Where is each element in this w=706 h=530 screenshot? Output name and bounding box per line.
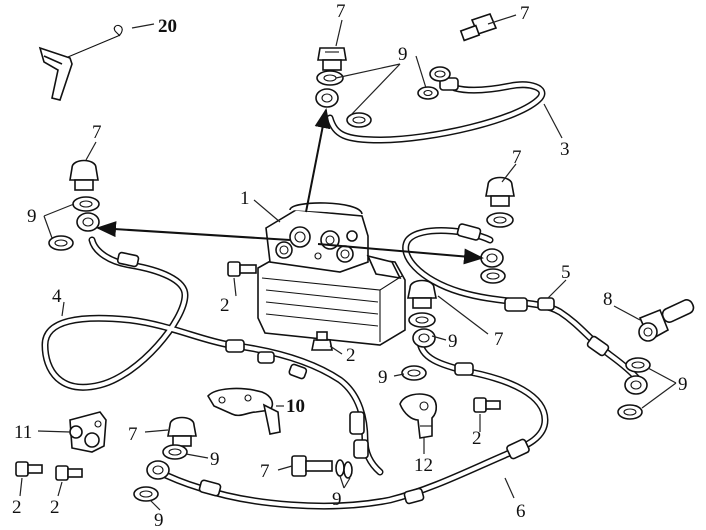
- callout-7-right: 7: [512, 147, 522, 168]
- bolt-2-left-upper: [227, 261, 257, 277]
- callout-3: 3: [560, 139, 570, 160]
- callout-7-center: 7: [494, 329, 504, 350]
- sensor-bracket-10: [207, 387, 281, 435]
- callout-2-right: 2: [472, 428, 482, 449]
- hose-clip-12: [399, 393, 438, 439]
- sealing-washers: [48, 70, 651, 502]
- hose-clip-11: [69, 411, 107, 453]
- banjo-bolt-lower-horizontal: [291, 455, 333, 477]
- bracket-20: [38, 24, 123, 101]
- callout-9-left: 9: [27, 206, 37, 227]
- brake-hose-3: [326, 66, 546, 144]
- brake-hose-6: [151, 336, 549, 510]
- callout-2-bottom-mid: 2: [50, 497, 60, 518]
- brake-hose-5: [402, 223, 644, 386]
- callout-2-center: 2: [346, 345, 356, 366]
- callout-2-bottom-left: 2: [12, 497, 22, 518]
- callout-7-top: 7: [336, 1, 346, 22]
- callout-9-top: 9: [398, 44, 408, 65]
- brake-hose-4-lower: [225, 339, 384, 476]
- bolt-2-center: [311, 331, 333, 351]
- banjo-bolt-lower-left: [167, 416, 197, 447]
- leader-lines: [19, 14, 677, 511]
- callout-labels: 20 7 7 9 3 7 9 1 7 2 4 5 8 9 7 2 9 9 10 …: [12, 1, 688, 530]
- bolt-2-right: [473, 397, 501, 413]
- callout-9-mid: 9: [378, 367, 388, 388]
- bolt-2-bottom-left: [15, 461, 43, 477]
- callout-2-upper: 2: [220, 295, 230, 316]
- banjo-bolt-left: [69, 159, 99, 191]
- callout-9-right: 9: [678, 374, 688, 395]
- abs-modulator-unit: [257, 202, 406, 346]
- banjo-bolt-top-center: [317, 47, 347, 71]
- callout-1: 1: [240, 188, 250, 209]
- callout-9-lower-left: 9: [210, 449, 220, 470]
- callout-9-center: 9: [448, 331, 458, 352]
- callout-7-left: 7: [92, 122, 102, 143]
- flow-arrows: [96, 108, 484, 265]
- callout-4: 4: [52, 286, 62, 307]
- banjo-bolt-right: [485, 176, 515, 207]
- banjo-bolt-top-right: [459, 13, 498, 42]
- callout-5: 5: [561, 262, 571, 283]
- banjo-bolt-center: [407, 279, 437, 309]
- brake-hose-4: [41, 236, 234, 391]
- callout-12: 12: [414, 455, 433, 476]
- callout-6: 6: [516, 501, 526, 522]
- callout-11: 11: [14, 422, 32, 443]
- callout-10: 10: [286, 396, 305, 417]
- banjo-fitting-8: [638, 299, 695, 342]
- callout-7-top-right: 7: [520, 3, 530, 24]
- bolt-2-bottom-mid: [55, 465, 83, 481]
- callout-8: 8: [603, 289, 613, 310]
- callout-9-bottom: 9: [154, 510, 164, 530]
- callout-20: 20: [158, 16, 177, 37]
- callout-7-lower-left: 7: [128, 424, 138, 445]
- callout-7-lower: 7: [260, 461, 270, 482]
- callout-9-lower: 9: [332, 489, 342, 510]
